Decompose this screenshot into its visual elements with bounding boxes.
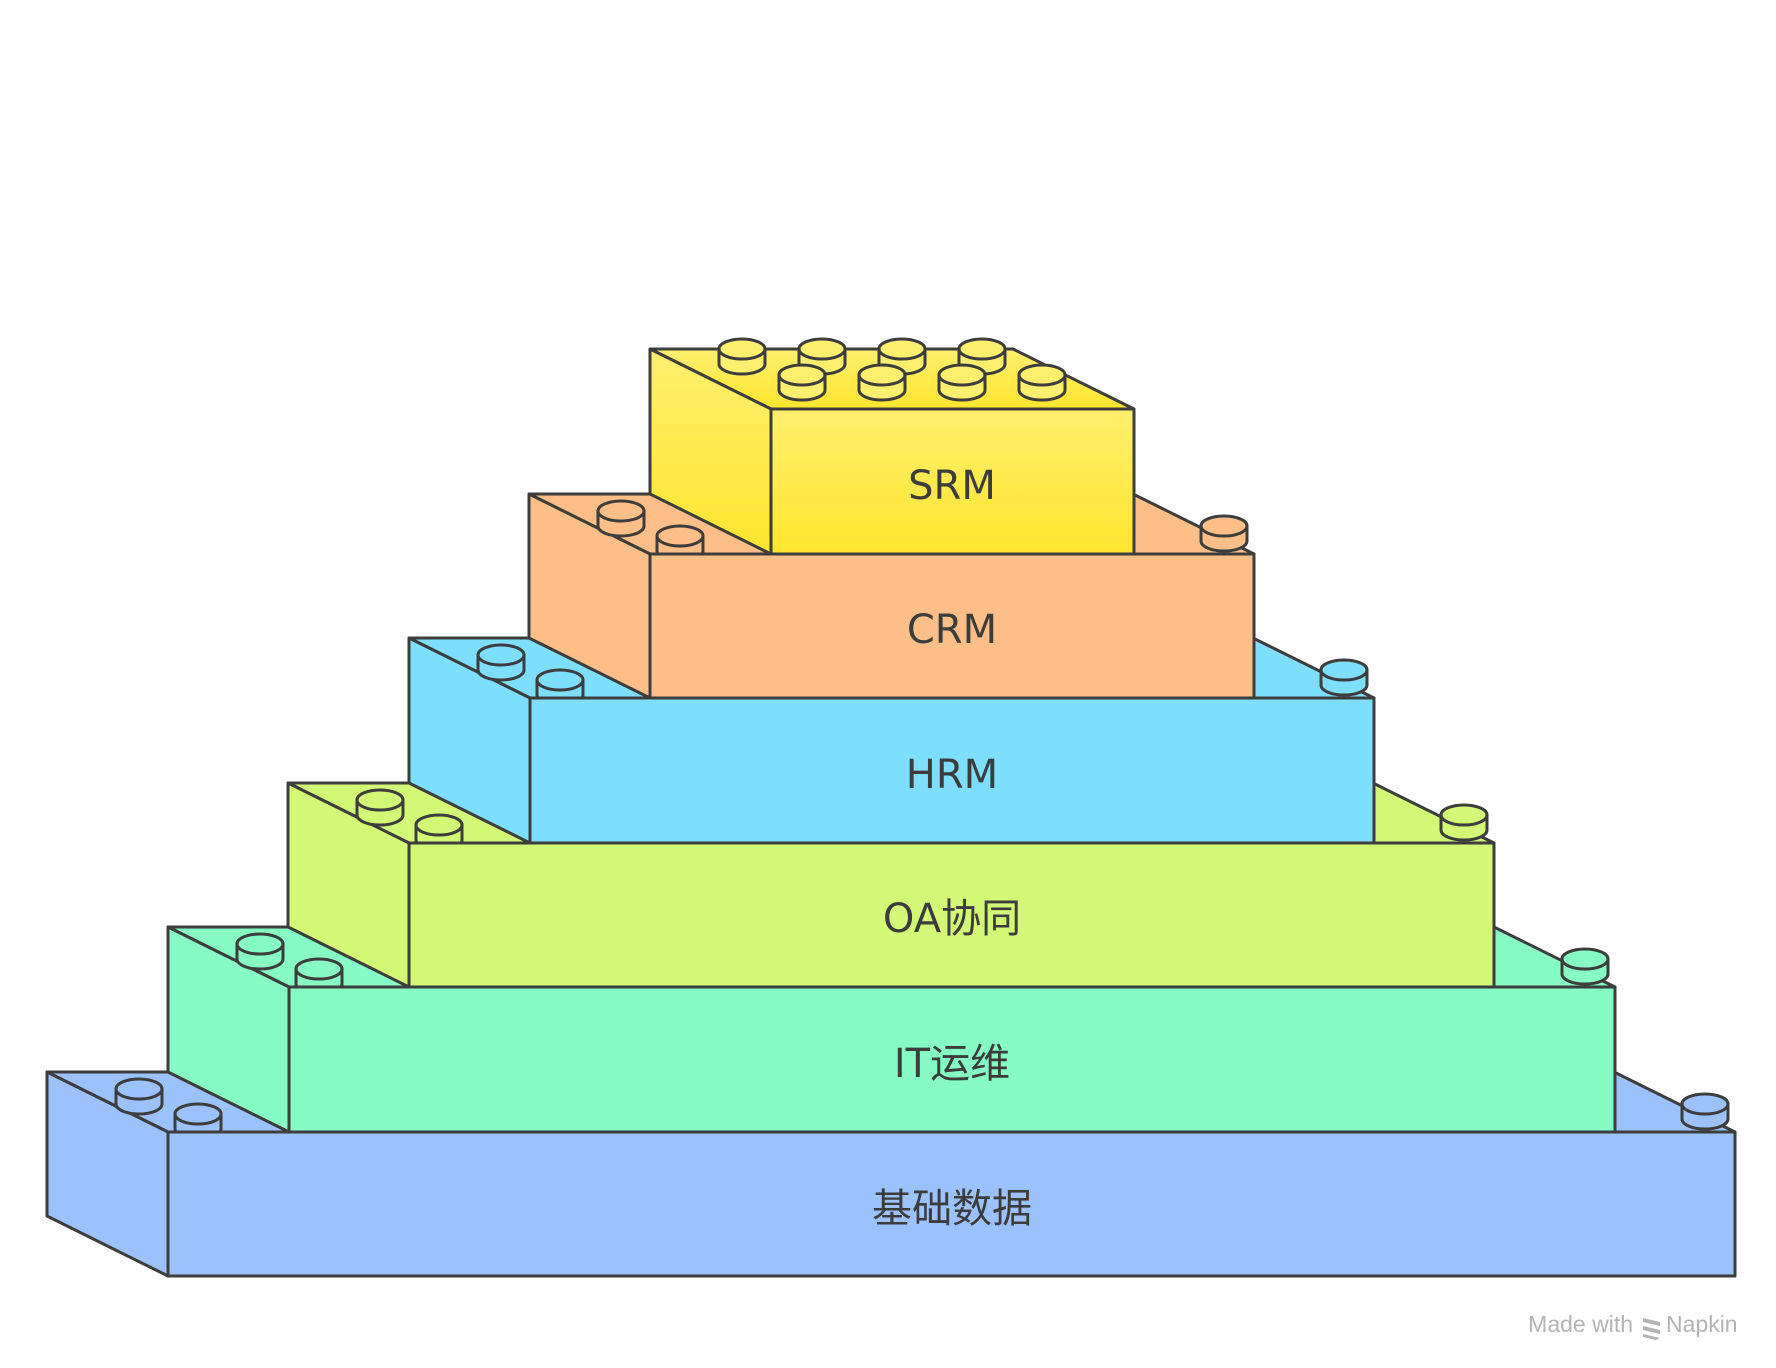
layer-label-srm: SRM [908,463,996,509]
stud-oa-right [1439,803,1489,842]
layer-label-crm: CRM [907,607,997,653]
stud-base-right [1680,1092,1730,1131]
napkin-brand-text: Napkin [1666,1311,1738,1337]
brick-srm [648,337,1136,556]
layer-label-oa: OA协同 [883,896,1021,942]
napkin-logo-icon [1643,1318,1660,1340]
made-with-text: Made with [1528,1311,1633,1337]
brick-stack [45,337,1737,1278]
stud-srm-back-0 [717,337,767,376]
napkin-watermark: Made with Napkin [1528,1311,1738,1340]
layer-label-base-data: 基础数据 [872,1186,1032,1232]
stud-crm-left-back [596,499,646,538]
stud-srm-front-1 [857,363,907,402]
stud-base-left-back [114,1077,164,1116]
brick-labels: SRM CRM HRM OA协同 IT运维 基础数据 [872,463,1032,1232]
stud-crm-right [1199,514,1249,553]
stud-srm-front-0 [777,363,827,402]
stud-hrm-right [1319,658,1369,697]
layer-label-hrm: HRM [906,752,998,798]
stud-srm-front-2 [937,363,987,402]
layer-label-it-ops: IT运维 [894,1041,1010,1087]
brick-front-face-srm [769,407,1136,556]
stud-srm-front-3 [1017,363,1067,402]
stud-oa-left-back [355,788,405,827]
stud-it-right [1560,947,1610,986]
stud-hrm-left-back [476,643,526,682]
stud-it-left-back [235,932,285,971]
